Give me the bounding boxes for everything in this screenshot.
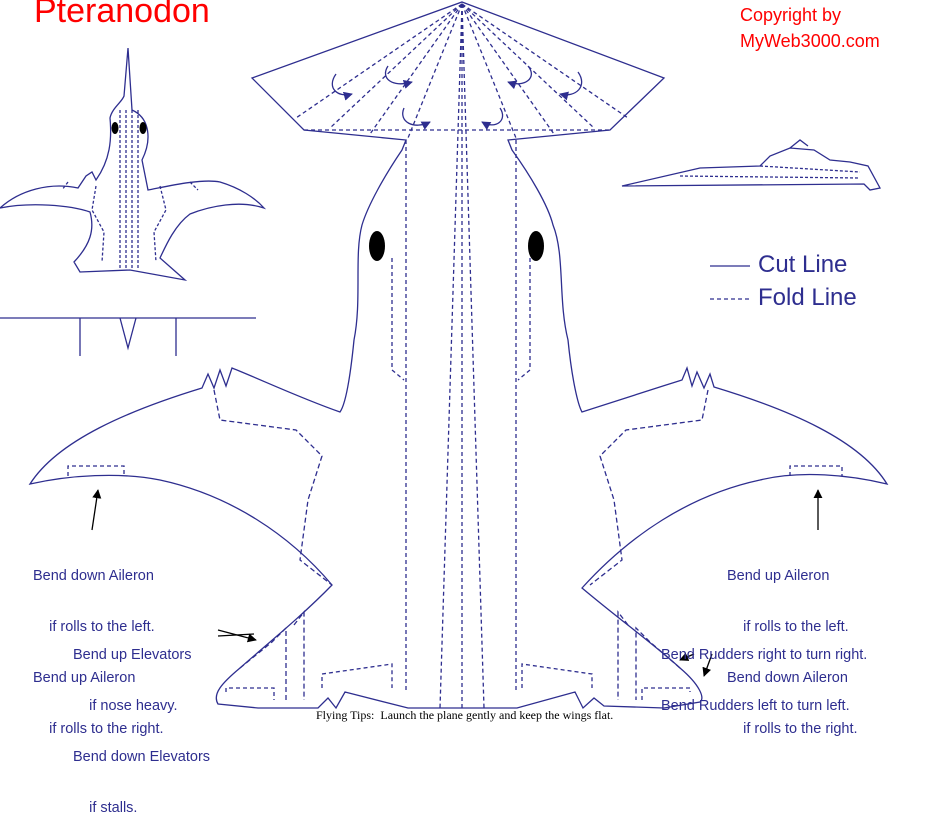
note-line: if nose heavy. xyxy=(73,698,178,714)
note-line: Bend up Aileron xyxy=(33,670,136,686)
side-view-thumbnail xyxy=(621,139,881,191)
note-line: Bend Rudders right to turn right. xyxy=(661,647,868,663)
left-eye xyxy=(369,231,385,261)
rudder-pointer-2 xyxy=(679,652,695,661)
fold-direction-arrows xyxy=(331,65,583,131)
rudder-pointer xyxy=(702,653,713,677)
note-line: if stalls. xyxy=(73,800,138,816)
note-line: if rolls to the left. xyxy=(727,619,849,635)
left-rudder-fold xyxy=(225,687,275,700)
left-aileron xyxy=(67,465,125,476)
right-eye xyxy=(528,231,544,261)
note-line: Bend down Elevators xyxy=(73,749,211,765)
copyright-line-1: Copyright by xyxy=(740,5,842,25)
left-aileron-pointer xyxy=(91,489,102,531)
flying-tips: Flying Tips: Launch the plane gently and… xyxy=(316,708,614,722)
right-aileron-note: Bend up Aileron if rolls to the left. Be… xyxy=(727,534,858,755)
top-view-thumbnail xyxy=(0,47,267,282)
note-line: Bend Rudders left to turn left. xyxy=(661,698,850,714)
rudders-note: Bend Rudders right to turn right. Bend R… xyxy=(661,613,867,732)
elevator-pointer-2 xyxy=(217,633,255,637)
right-aileron xyxy=(789,465,843,476)
right-rudder-fold xyxy=(641,687,691,700)
left-elevator-fold xyxy=(321,663,393,688)
note-line: Bend up Elevators xyxy=(73,647,192,663)
note-line: if rolls to the right. xyxy=(727,721,858,737)
note-line: if rolls to the left. xyxy=(33,619,155,635)
left-wing-fold-lines xyxy=(213,389,333,700)
main-outline-cut-line xyxy=(28,1,889,710)
front-view-thumbnail xyxy=(0,317,256,356)
right-elevator-fold xyxy=(521,663,593,688)
body-fold-lines xyxy=(391,140,531,690)
note-line: if rolls to the right. xyxy=(33,721,164,737)
legend-fold-label: Fold Line xyxy=(758,284,857,311)
right-wing-fold-lines xyxy=(589,389,709,700)
copyright-notice: Copyright by MyWeb3000.com xyxy=(740,2,880,54)
left-aileron-note: Bend down Aileron if rolls to the left. … xyxy=(33,534,164,755)
fan-fold-lines xyxy=(295,3,629,709)
legend-cut-label: Cut Line xyxy=(758,251,848,278)
diagram-title: Pteranodon xyxy=(34,0,210,30)
note-line: Bend down Aileron xyxy=(33,568,154,584)
note-line: Bend up Aileron xyxy=(727,568,830,584)
elevators-note: Bend up Elevators if nose heavy. Bend do… xyxy=(73,613,210,834)
copyright-line-2: MyWeb3000.com xyxy=(740,31,880,51)
pteranodon-template-diagram xyxy=(0,1,889,710)
note-line: Bend down Aileron xyxy=(727,670,848,686)
